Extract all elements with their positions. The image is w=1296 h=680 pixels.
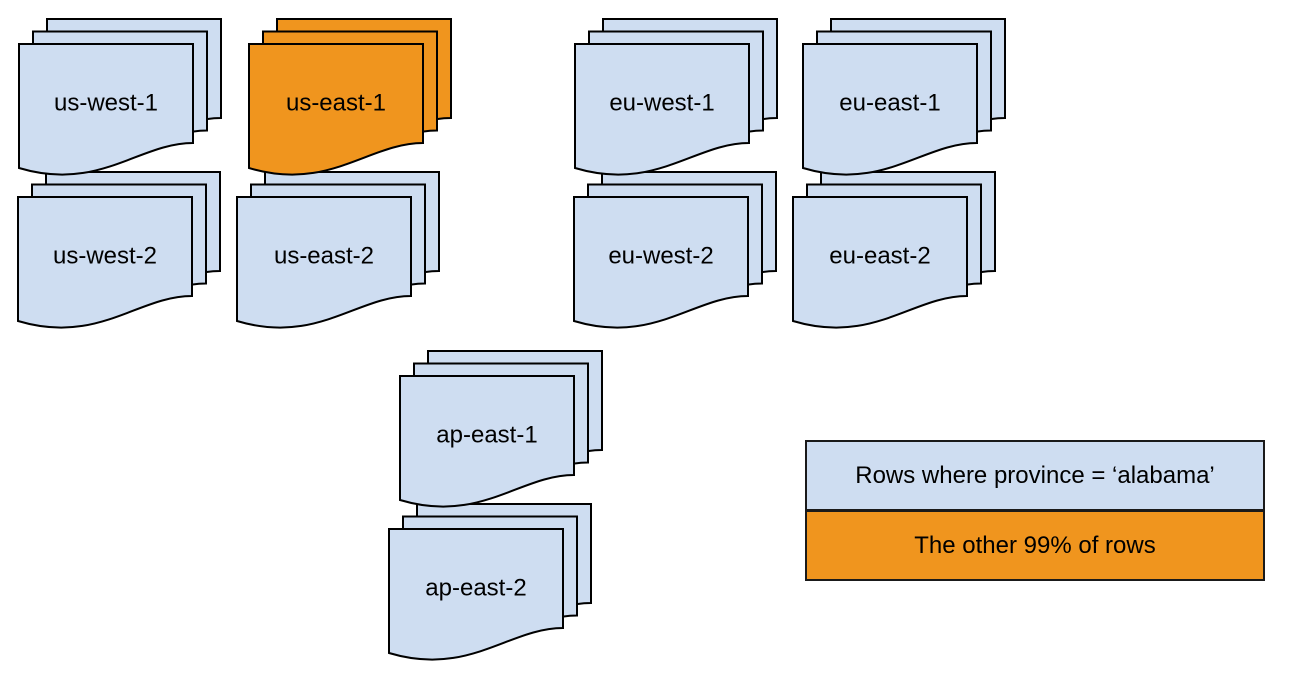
region-label: ap-east-1 <box>436 422 537 449</box>
document-stack-icon: us-west-2 <box>17 171 221 329</box>
region-label: us-west-1 <box>54 90 158 117</box>
region-stack-ap-east-2: ap-east-2 <box>388 503 594 661</box>
document-stack-icon: eu-east-1 <box>802 18 1006 176</box>
legend-item-label: Rows where province = ‘alabama’ <box>855 461 1215 489</box>
legend-item-label: The other 99% of rows <box>914 531 1156 559</box>
region-stack-ap-east-1: ap-east-1 <box>399 350 605 508</box>
region-stack-us-west-2: us-west-2 <box>17 171 223 329</box>
region-label: eu-west-1 <box>609 90 714 117</box>
region-label: ap-east-2 <box>425 575 526 602</box>
document-stack-icon: eu-east-2 <box>792 171 996 329</box>
region-stack-us-east-2: us-east-2 <box>236 171 442 329</box>
document-stack-icon: ap-east-2 <box>388 503 592 661</box>
document-stack-icon: eu-west-1 <box>574 18 778 176</box>
region-label: eu-east-1 <box>839 90 940 117</box>
legend-item-province-rows: Rows where province = ‘alabama’ <box>807 442 1263 512</box>
document-stack-icon: us-east-1 <box>248 18 452 176</box>
region-label: us-west-2 <box>53 243 157 270</box>
region-stack-us-west-1: us-west-1 <box>18 18 224 176</box>
region-stack-us-east-1: us-east-1 <box>248 18 454 176</box>
region-label: us-east-2 <box>274 243 374 270</box>
region-label: eu-east-2 <box>829 243 930 270</box>
region-stack-eu-west-1: eu-west-1 <box>574 18 780 176</box>
document-stack-icon: us-west-1 <box>18 18 222 176</box>
document-stack-icon: us-east-2 <box>236 171 440 329</box>
region-label: eu-west-2 <box>608 243 713 270</box>
region-stack-eu-east-1: eu-east-1 <box>802 18 1008 176</box>
legend: Rows where province = ‘alabama’ The othe… <box>805 440 1265 581</box>
region-stack-eu-west-2: eu-west-2 <box>573 171 779 329</box>
region-stack-eu-east-2: eu-east-2 <box>792 171 998 329</box>
legend-item-other-rows: The other 99% of rows <box>807 512 1263 579</box>
document-stack-icon: ap-east-1 <box>399 350 603 508</box>
document-stack-icon: eu-west-2 <box>573 171 777 329</box>
region-label: us-east-1 <box>286 90 386 117</box>
